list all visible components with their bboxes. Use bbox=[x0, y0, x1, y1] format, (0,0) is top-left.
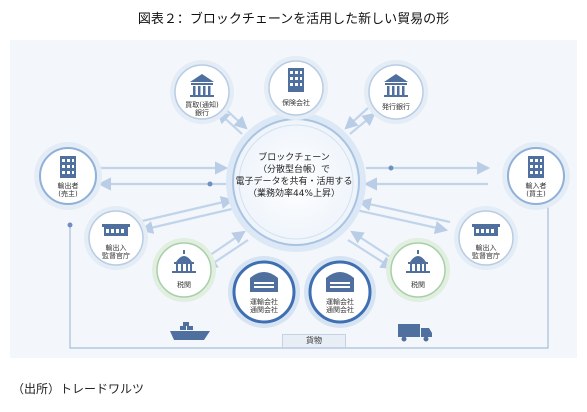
blockchain-hub bbox=[226, 112, 366, 252]
exporter-node bbox=[34, 142, 102, 210]
exporter-label-line1: 輸出者 bbox=[57, 182, 79, 190]
carrier-left-label: 運輸会社 通関会社 bbox=[242, 298, 286, 314]
importer-label: 輸入者 (買主) bbox=[514, 182, 558, 198]
insurance-node bbox=[264, 56, 328, 120]
customs-right-label: 税関 bbox=[396, 281, 440, 289]
blockchain-hub-text: ブロックチェーン （分散型台帳）で 電子データを共有・活用する （業務効率44%… bbox=[228, 152, 360, 200]
connector-dot bbox=[388, 165, 394, 171]
buyer-bank-label: 買取(通知) 銀行 bbox=[180, 101, 224, 117]
customs-left-label-line1: 税関 bbox=[177, 281, 191, 289]
customs-left-node bbox=[152, 238, 216, 302]
insurance-label-line1: 保険会社 bbox=[282, 99, 310, 107]
export-authority-label-line2: 監督官庁 bbox=[102, 252, 130, 260]
truck-icon bbox=[398, 324, 432, 342]
customs-right-label-line1: 税関 bbox=[411, 281, 425, 289]
insurance-label: 保険会社 bbox=[274, 99, 318, 107]
carrier-right-label-line1: 運輸会社 bbox=[326, 298, 354, 306]
carrier-right-label: 運輸会社 通関会社 bbox=[318, 298, 362, 314]
issuing-bank-node bbox=[364, 60, 428, 124]
carrier-left-label-line2: 通関会社 bbox=[250, 306, 278, 314]
import-authority-label: 輸出入 監督官庁 bbox=[464, 244, 508, 260]
figure-title: 図表２：ブロックチェーンを活用した新しい貿易の形 bbox=[137, 12, 450, 27]
hub-line-4: （業務効率44%上昇） bbox=[247, 189, 340, 199]
bank-icon bbox=[384, 74, 408, 97]
office-building-icon bbox=[288, 68, 304, 92]
export-authority-label-line1: 輸出入 bbox=[105, 244, 127, 252]
issuing-bank-label: 発行銀行 bbox=[374, 103, 418, 111]
government-building-icon bbox=[472, 224, 500, 236]
import-authority-label-line2: 監督官庁 bbox=[472, 252, 500, 260]
carrier-right-label-line2: 通関会社 bbox=[326, 306, 354, 314]
exporter-label-line2: (売主) bbox=[58, 190, 78, 198]
hub-line-1: ブロックチェーン bbox=[258, 153, 330, 163]
importer-node bbox=[502, 142, 570, 210]
capitol-dome-icon bbox=[406, 250, 430, 273]
import-authority-label-line1: 輸出入 bbox=[475, 244, 497, 252]
warehouse-icon bbox=[250, 272, 278, 292]
cargo-ship-icon bbox=[170, 322, 210, 340]
issuing-bank-label-line1: 発行銀行 bbox=[382, 103, 410, 111]
export-authority-node bbox=[84, 206, 148, 270]
importer-label-line2: (買主) bbox=[526, 190, 546, 198]
export-authority-label: 輸出入 監督官庁 bbox=[94, 244, 138, 260]
carrier-right-node bbox=[304, 256, 376, 328]
import-authority-node bbox=[454, 206, 518, 270]
carrier-left-label-line1: 運輸会社 bbox=[250, 298, 278, 306]
buyer-bank-label-line2: 銀行 bbox=[195, 109, 209, 117]
buyer-bank-label-line1: 買取(通知) bbox=[185, 101, 219, 109]
carrier-left-node bbox=[228, 256, 300, 328]
hub-line-3: 電子データを共有・活用する bbox=[235, 177, 353, 187]
customs-left-label: 税関 bbox=[162, 281, 206, 289]
hub-line-2: （分散型台帳）で bbox=[257, 165, 330, 175]
source-note: （出所）トレードワルツ bbox=[12, 382, 145, 396]
importer-label-line1: 輸入者 bbox=[525, 182, 547, 190]
office-building-icon bbox=[60, 156, 76, 178]
bank-icon bbox=[190, 74, 214, 97]
buyer-bank-node bbox=[170, 60, 234, 124]
warehouse-icon bbox=[326, 272, 354, 292]
exporter-label: 輸出者 (売主) bbox=[46, 182, 90, 198]
connector-dot bbox=[207, 181, 213, 187]
government-building-icon bbox=[102, 224, 130, 236]
capitol-dome-icon bbox=[172, 250, 196, 273]
customs-right-node bbox=[386, 238, 450, 302]
office-building-icon bbox=[528, 156, 544, 178]
goods-label: 貨物 bbox=[282, 334, 346, 348]
